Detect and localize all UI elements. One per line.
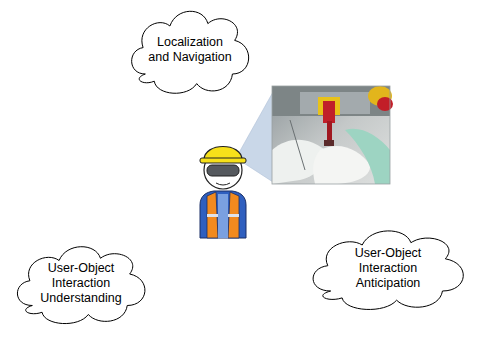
cloud-label: User-Object Interaction Anticipation [344, 246, 432, 291]
photo-inset [272, 86, 393, 184]
cloud-label: User-Object Interaction Understanding [37, 261, 125, 306]
worker-figure [200, 147, 246, 239]
cloud-bubble: User-Object Interaction Anticipation [302, 222, 474, 314]
cloud-content: Localization and Navigation [123, 2, 257, 98]
cloud-content: User-Object Interaction Understanding [8, 238, 154, 328]
cloud-content: User-Object Interaction Anticipation [302, 222, 474, 314]
cloud-label: Localization and Navigation [146, 35, 234, 65]
cloud-bubble: Localization and Navigation [123, 2, 257, 98]
cloud-bubble: User-Object Interaction Understanding [8, 238, 154, 328]
